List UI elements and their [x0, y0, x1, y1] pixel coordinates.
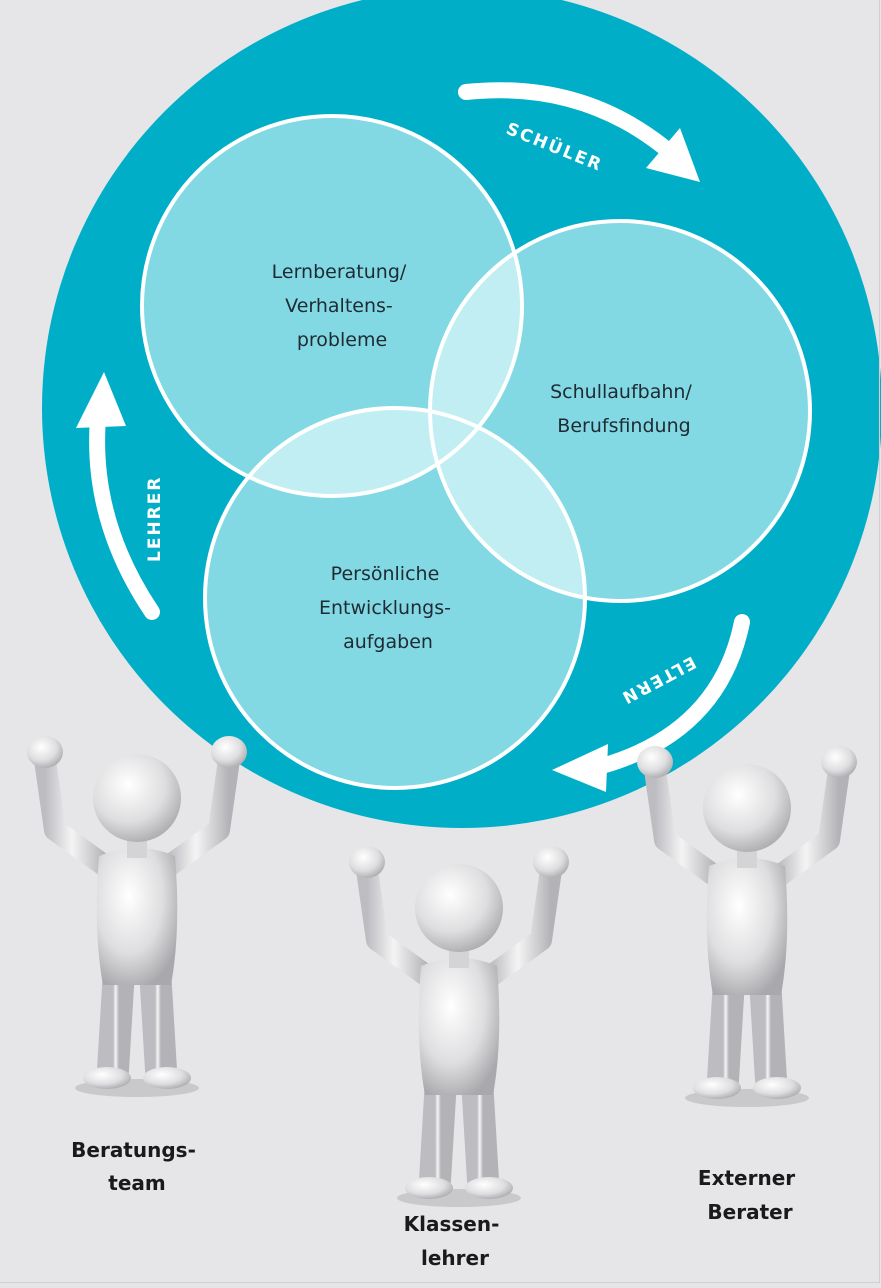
label-personal: Persönliche Entwicklungs- aufgaben: [319, 563, 457, 653]
arrow-teachers: LEHRER: [76, 372, 165, 620]
venn-circle-learning: [142, 116, 522, 496]
overlap-career-personal: [430, 408, 585, 601]
label-external-advisor: Externer Berater: [698, 1166, 802, 1224]
label-career: Schullaufbahn/ Berufsfindung: [550, 381, 698, 437]
arrow-label-teachers: LEHRER: [145, 476, 165, 562]
label-class-teacher: Klassen- lehrer: [404, 1212, 507, 1270]
label-learning: Lernberatung/ Verhaltens- probleme: [272, 261, 413, 351]
label-consulting-team: Beratungs- team: [71, 1138, 203, 1195]
venn-circles: [140, 114, 812, 790]
